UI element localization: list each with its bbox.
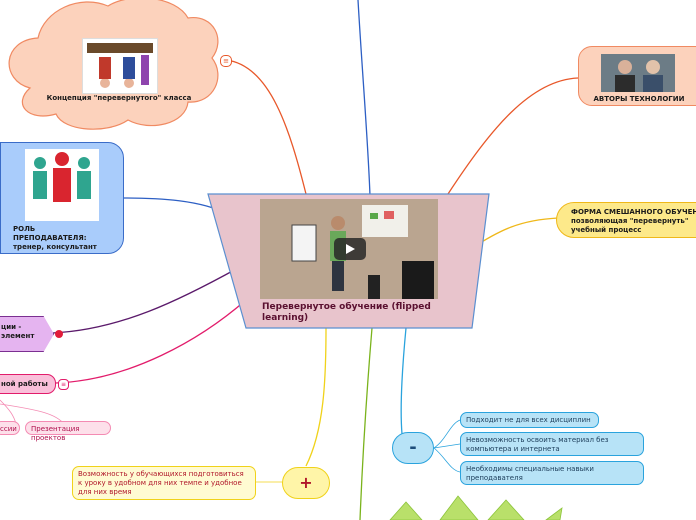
minus-item-1[interactable]: Подходит не для всех дисциплин bbox=[460, 412, 599, 428]
purple-node[interactable]: ции - элемент bbox=[0, 316, 54, 352]
plus-item-1[interactable]: Возможность у обучающихся подготовиться … bbox=[72, 466, 256, 500]
central-title[interactable]: Перевернутое обучение (flipped learning) bbox=[262, 302, 431, 323]
concept-menu-icon[interactable]: ≡ bbox=[220, 55, 232, 67]
authors-node[interactable]: АВТОРЫ ТЕХНОЛОГИИ bbox=[578, 46, 696, 106]
edge-bottom bbox=[359, 327, 373, 520]
plus-label: + bbox=[299, 473, 313, 492]
pink-label: ной работы bbox=[1, 380, 48, 388]
sub-pill-2[interactable]: Презентация проектов bbox=[25, 421, 111, 442]
pink-node[interactable]: ной работы bbox=[0, 374, 56, 394]
sub-pill-1[interactable]: ссии bbox=[0, 421, 20, 435]
edge-purple bbox=[51, 267, 239, 334]
minus-node[interactable]: - bbox=[392, 432, 434, 464]
form-node[interactable]: ФОРМА СМЕШАННОГО ОБУЧЕНИЯ, позволяющая "… bbox=[556, 202, 696, 238]
form-label: ФОРМА СМЕШАННОГО ОБУЧЕНИЯ, позволяющая "… bbox=[571, 208, 696, 234]
central-video[interactable] bbox=[260, 199, 438, 299]
concept-label[interactable]: Концепция "перевернутого" класса bbox=[46, 94, 192, 102]
pink-menu-icon[interactable]: ≡ bbox=[58, 379, 69, 390]
minus-label: - bbox=[409, 437, 417, 458]
concept-image bbox=[82, 38, 158, 94]
role-label: РОЛЬ ПРЕПОДАВАТЕЛЯ: тренер, консультант bbox=[13, 225, 97, 251]
plus-node[interactable]: + bbox=[282, 467, 330, 499]
role-image bbox=[25, 149, 99, 221]
edge-plus bbox=[305, 327, 327, 467]
edge-minus bbox=[400, 327, 407, 435]
edge-authors bbox=[447, 77, 579, 195]
purple-label: ции - элемент bbox=[1, 323, 35, 340]
authors-label: АВТОРЫ ТЕХНОЛОГИИ bbox=[593, 95, 685, 103]
play-icon[interactable] bbox=[334, 238, 366, 260]
minus-item-3[interactable]: Необходимы специальные навыки преподават… bbox=[460, 461, 644, 485]
purple-link-dot[interactable] bbox=[55, 330, 63, 338]
edge-concept bbox=[225, 59, 307, 195]
edge-pink bbox=[55, 299, 247, 384]
authors-photo bbox=[601, 54, 675, 92]
edge-top bbox=[357, 0, 371, 197]
minus-item-2[interactable]: Невозможность освоить материал без компь… bbox=[460, 432, 644, 456]
role-node[interactable]: РОЛЬ ПРЕПОДАВАТЕЛЯ: тренер, консультант bbox=[0, 142, 124, 254]
